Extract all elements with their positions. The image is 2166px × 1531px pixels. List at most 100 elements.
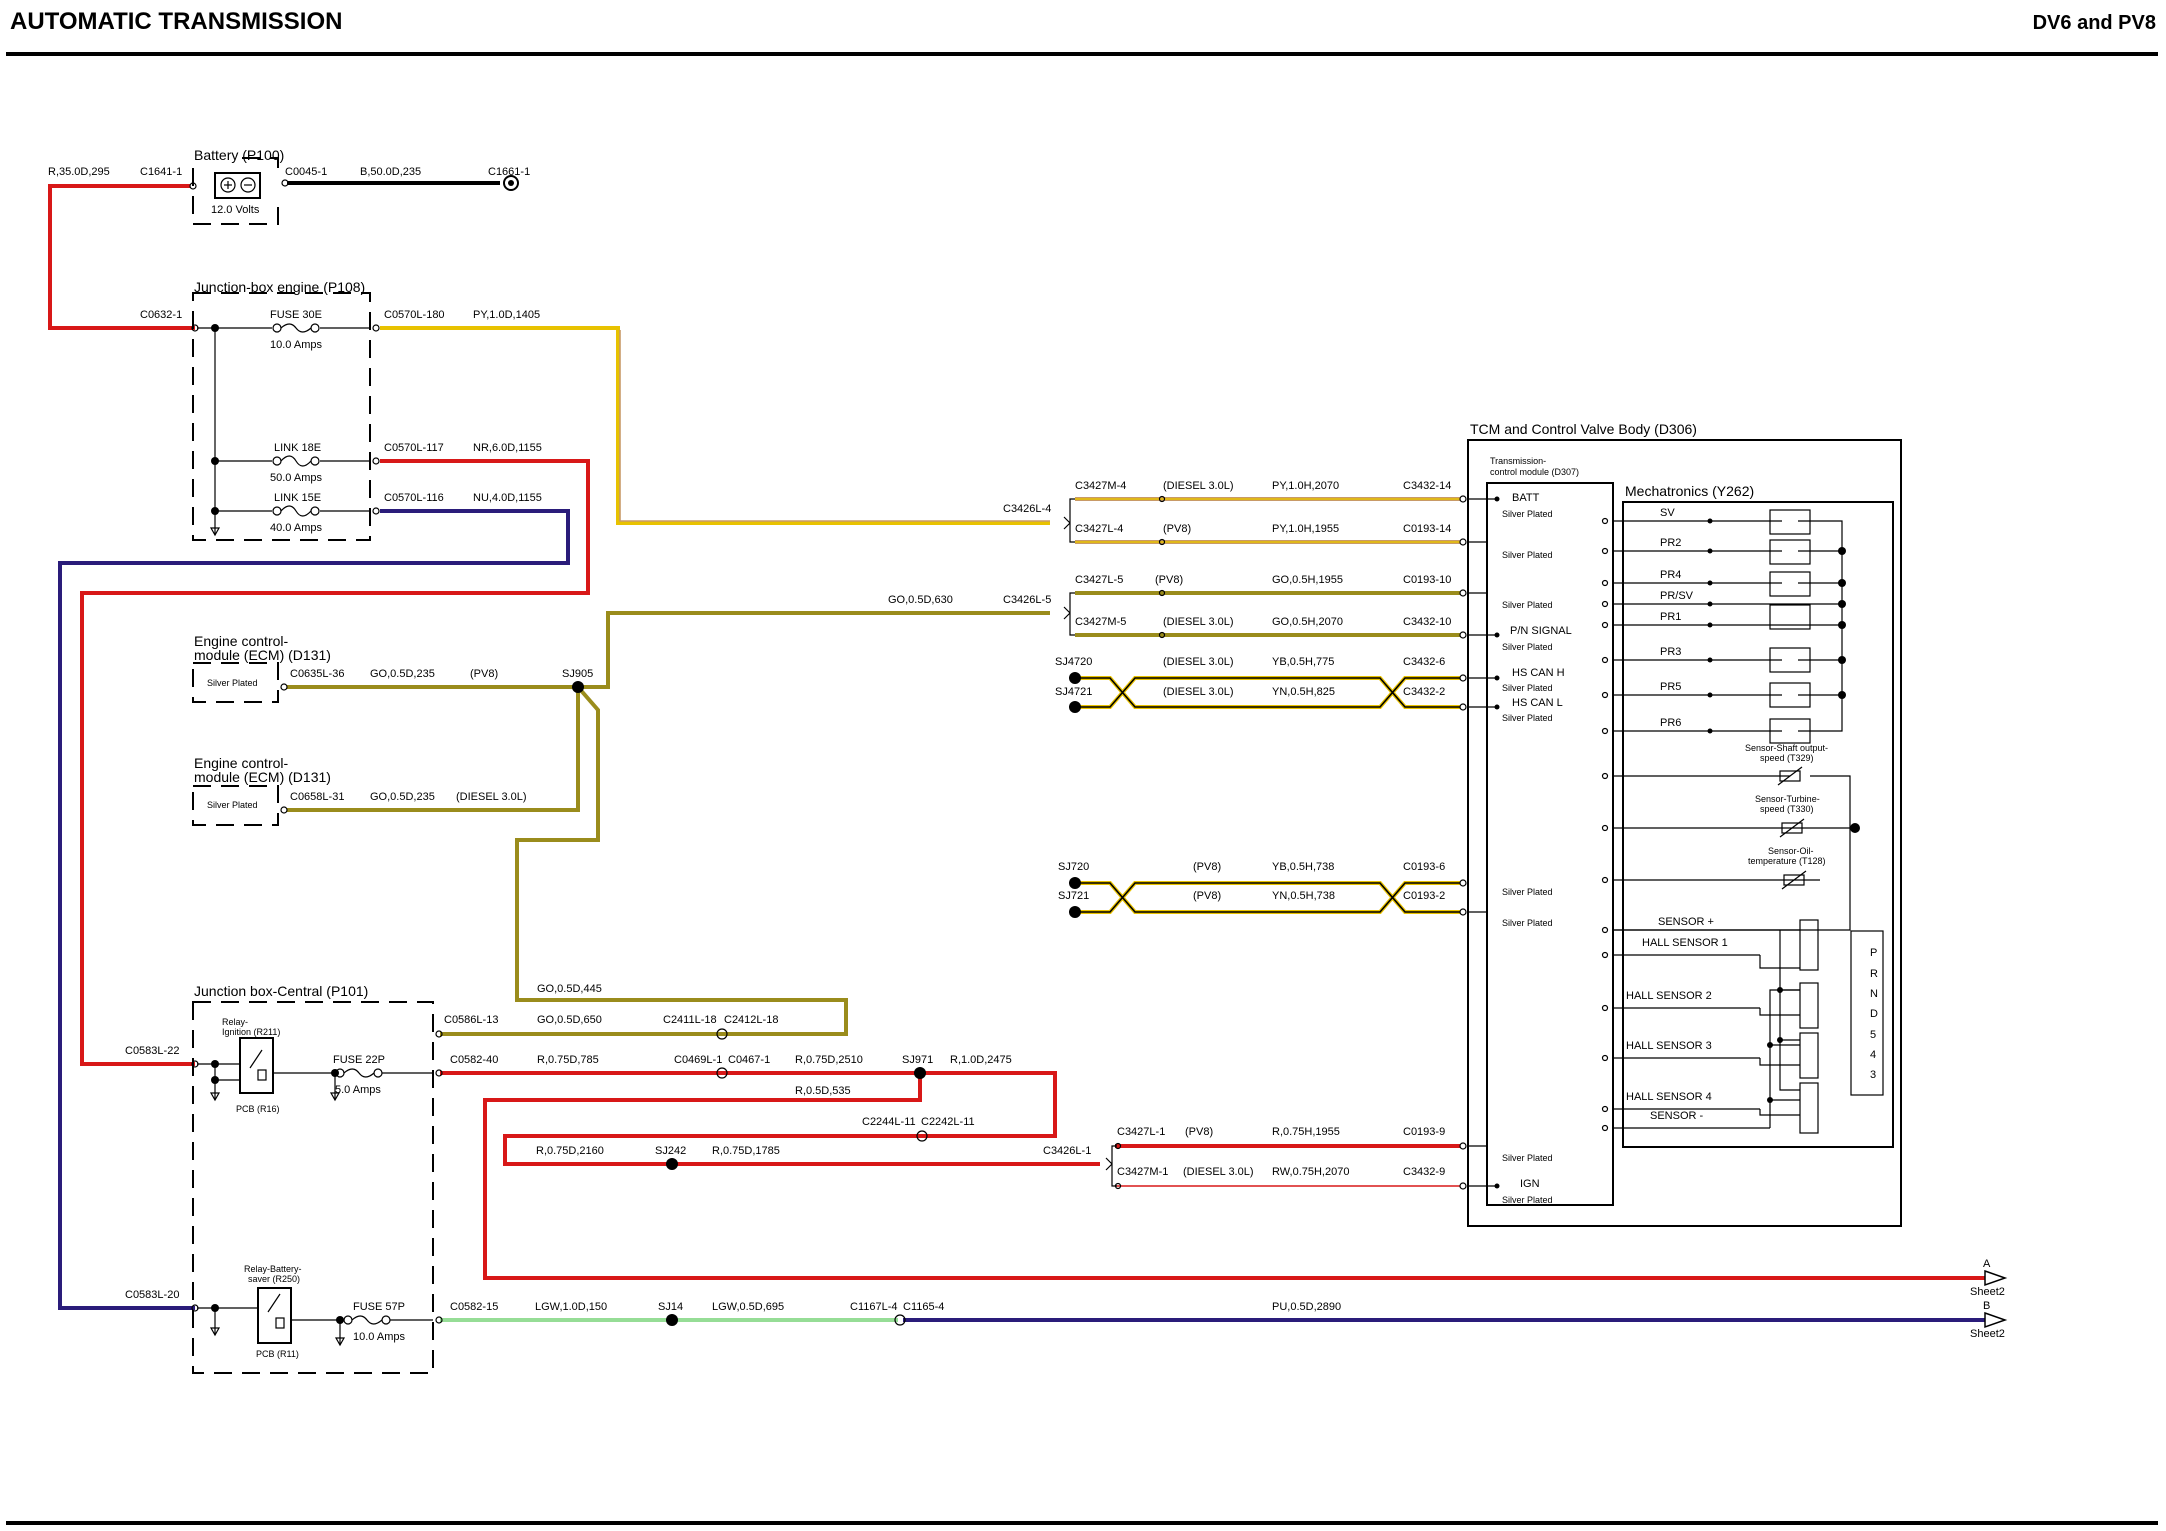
- label-c0193-10: C0193-10: [1403, 574, 1451, 586]
- label-c0570-117: C0570L-117: [384, 442, 444, 454]
- page-header: AUTOMATIC TRANSMISSION DV6 and PV8: [0, 0, 2166, 60]
- label-yn-738: YN,0.5H,738: [1272, 890, 1335, 902]
- mech-pr3: PR3: [1660, 646, 1681, 658]
- label-r-2475: R,1.0D,2475: [950, 1054, 1012, 1066]
- ecm1-title2: module (ECM) (D131): [194, 647, 331, 663]
- label-py-1405: PY,1.0D,1405: [473, 309, 540, 321]
- wire-py-1405: [380, 326, 1050, 525]
- relay-batt-name2: saver (R250): [248, 1274, 300, 1284]
- label-c3427m-5: C3427M-5: [1075, 616, 1126, 628]
- page-title: AUTOMATIC TRANSMISSION: [10, 8, 343, 35]
- offsheet-a: A: [1983, 1258, 1991, 1270]
- label-rw-diesel-variant: (DIESEL 3.0L): [1183, 1166, 1254, 1178]
- wire-battery-positive: [48, 184, 195, 330]
- sensor-oil-2: temperature (T128): [1748, 856, 1826, 866]
- hall-sensor-3: HALL SENSOR 3: [1626, 1040, 1712, 1052]
- pin-silver-6: Silver Plated: [1502, 713, 1553, 723]
- hall-sensor-minus: SENSOR -: [1650, 1110, 1704, 1122]
- pin-silver-4: Silver Plated: [1502, 642, 1553, 652]
- link-18e-name: LINK 18E: [274, 442, 321, 454]
- label-sj242: SJ242: [655, 1145, 686, 1157]
- pin-canl: HS CAN L: [1512, 697, 1563, 709]
- fuse-57p-name: FUSE 57P: [353, 1301, 405, 1313]
- sensor-shaft-1: Sensor-Shaft output-: [1745, 743, 1828, 753]
- label-sj4721: SJ4721: [1055, 686, 1092, 698]
- pin-silver-2: Silver Plated: [1502, 550, 1553, 560]
- label-c0570-116: C0570L-116: [384, 492, 444, 504]
- fuse-22p-symbol: [335, 1068, 433, 1078]
- mech-title: Mechatronics (Y262): [1625, 483, 1754, 499]
- label-c0193-14: C0193-14: [1403, 523, 1451, 535]
- ecm2-title2: module (ECM) (D131): [194, 769, 331, 785]
- relay-ign-pcb: PCB (R16): [236, 1104, 280, 1114]
- hall-sensor-4: HALL SENSOR 4: [1626, 1091, 1712, 1103]
- pin-silver-7: Silver Plated: [1502, 887, 1553, 897]
- link-15e-symbol: [272, 505, 320, 517]
- speed-sensors: [1601, 766, 1860, 934]
- pin-silver-9: Silver Plated: [1502, 1153, 1553, 1163]
- hall-sensor-1: HALL SENSOR 1: [1642, 937, 1728, 949]
- wire-r-2160: [503, 1134, 1100, 1166]
- fuse-22p-name: FUSE 22P: [333, 1054, 385, 1066]
- label-c2244: C2244L-11: [862, 1116, 916, 1128]
- mech-lines: [1601, 509, 1846, 744]
- label-c0193-2: C0193-2: [1403, 890, 1445, 902]
- ecm1-title1: Engine control-: [194, 633, 289, 649]
- fuse-57p-symbol: [343, 1315, 433, 1325]
- wire-nu-1155: [58, 509, 570, 1310]
- label-c3432-10: C3432-10: [1403, 616, 1451, 628]
- battery-title: Battery (P100): [194, 147, 284, 163]
- label-ecm1-pv8: (PV8): [470, 668, 498, 680]
- label-c0586: C0586L-13: [444, 1014, 498, 1026]
- bottom-rule: [6, 1521, 2158, 1525]
- hall-sensor-2: HALL SENSOR 2: [1626, 990, 1712, 1002]
- label-py-diesel-variant: (DIESEL 3.0L): [1163, 480, 1234, 492]
- label-c3426-1: C3426L-1: [1043, 1145, 1091, 1157]
- sensor-oil-1: Sensor-Oil-: [1768, 846, 1814, 856]
- label-go-2070: GO,0.5H,2070: [1272, 616, 1343, 628]
- wire-ecm2-go: [287, 687, 580, 812]
- relay-ign-name1: Relay-: [222, 1017, 248, 1027]
- battery-rating: 12.0 Volts: [211, 204, 260, 216]
- wire-r-535: [483, 1073, 2000, 1280]
- jbox-central-title: Junction box-Central (P101): [194, 983, 368, 999]
- ecm2-silver: Silver Plated: [207, 800, 258, 810]
- label-c3432-14: C3432-14: [1403, 480, 1451, 492]
- gear-5: 5: [1870, 1029, 1876, 1041]
- label-ecm2-diesel: (DIESEL 3.0L): [456, 791, 527, 803]
- label-can-pv8-variant-1: (PV8): [1193, 861, 1221, 873]
- label-can-diesel-variant-2: (DIESEL 3.0L): [1163, 686, 1234, 698]
- label-sj4720: SJ4720: [1055, 656, 1092, 668]
- label-c0582-15: C0582-15: [450, 1301, 498, 1313]
- label-c0467: C0467-1: [728, 1054, 770, 1066]
- pin-silver-10: Silver Plated: [1502, 1195, 1553, 1205]
- label-ecm1-go: GO,0.5D,235: [370, 668, 435, 680]
- link-15e-name: LINK 15E: [274, 492, 321, 504]
- label-sj905: SJ905: [562, 668, 593, 680]
- label-sj721: SJ721: [1058, 890, 1089, 902]
- sensor-shaft-2: speed (T329): [1760, 753, 1814, 763]
- label-c3427m-1: C3427M-1: [1117, 1166, 1168, 1178]
- label-can-pv8-variant-2: (PV8): [1193, 890, 1221, 902]
- label-c2242: C2242L-11: [921, 1116, 975, 1128]
- relay-batt-name1: Relay-Battery-: [244, 1264, 302, 1274]
- relay-batt-pcb: PCB (R11): [256, 1349, 299, 1359]
- label-yb-775: YB,0.5H,775: [1272, 656, 1334, 668]
- fuse-30e-name: FUSE 30E: [270, 309, 322, 321]
- pin-silver-1: Silver Plated: [1502, 509, 1553, 519]
- wire-r-2475: [920, 1071, 1057, 1138]
- offsheet-a-sheet: Sheet2: [1970, 1286, 2005, 1298]
- label-nr-1155: NR,6.0D,1155: [473, 442, 542, 454]
- pin-silver-3: Silver Plated: [1502, 600, 1553, 610]
- wire-go-630: [578, 611, 1050, 689]
- offsheet-b-sheet: Sheet2: [1970, 1328, 2005, 1340]
- label-c0570-180: C0570L-180: [384, 309, 445, 321]
- link-15e-rating: 40.0 Amps: [270, 522, 322, 534]
- hall-sensors: [1601, 919, 1819, 1134]
- label-c3432-9: C3432-9: [1403, 1166, 1445, 1178]
- tcm-sub1: Transmission-: [1490, 456, 1546, 466]
- junction-box-central: [191, 1001, 443, 1374]
- label-go-diesel-variant: (DIESEL 3.0L): [1163, 616, 1234, 628]
- jbox-engine-title: Junction-box engine (P108): [194, 279, 365, 295]
